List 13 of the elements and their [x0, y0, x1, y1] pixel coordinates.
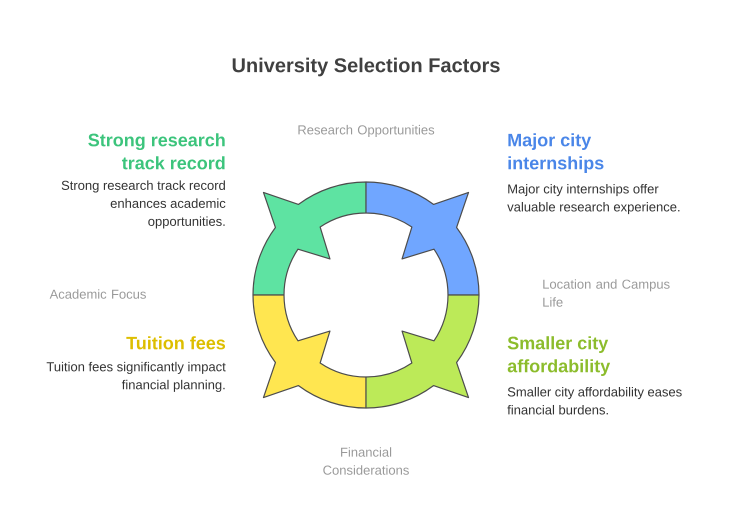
category-label: Research Opportunities	[298, 124, 434, 138]
category-label: Location and Campus Life	[543, 279, 670, 307]
factor-description: Smaller city affordability eases financial burdens.	[507, 386, 682, 415]
title: University Selection Factors	[232, 58, 500, 76]
category-label: Financial Considerations	[323, 447, 409, 475]
factor-heading: Major city internships	[508, 133, 604, 173]
factor-description: Strong research track record enhances academic opportunities.	[62, 180, 226, 229]
factor-description: Major city internships offer valuable research experience.	[507, 184, 680, 214]
category-label: Academic Focus	[50, 289, 146, 299]
factor-heading: Smaller city affordability	[508, 336, 610, 376]
factor-description: Tuition fees significantly impact financial planning.	[46, 362, 226, 392]
factor-heading: Tuition fees	[126, 336, 226, 350]
factor-heading: Strong research track record	[88, 133, 225, 170]
